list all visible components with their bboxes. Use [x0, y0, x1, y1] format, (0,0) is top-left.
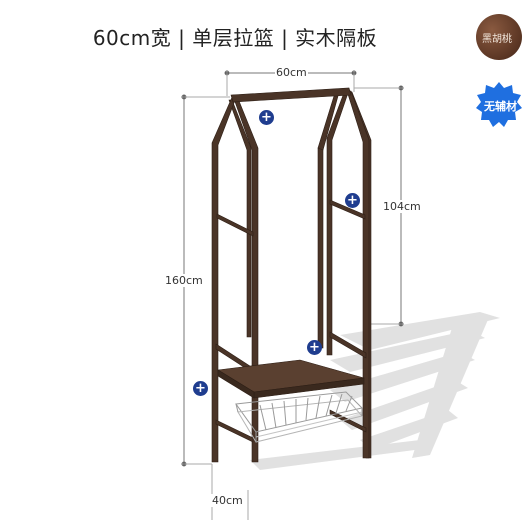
wood-color-badge: 黑胡桃 — [476, 14, 522, 60]
plus-marker-icon: + — [193, 381, 208, 396]
floor-shadow — [250, 312, 500, 470]
plus-marker-icon: + — [259, 110, 274, 125]
badge-seal-icon — [476, 82, 522, 127]
wood-color-label: 黑胡桃 — [482, 34, 512, 45]
no-material-badge: 无辅材 — [476, 82, 522, 128]
plus-marker-icon: + — [307, 340, 322, 355]
side-height-dimension-label: 104cm — [382, 200, 422, 213]
wood-frame — [211, 87, 372, 463]
total-height-dimension-label: 160cm — [164, 274, 204, 287]
depth-dimension-label: 40cm — [211, 494, 244, 507]
wire-basket — [235, 391, 363, 443]
no-material-label: 无辅材 — [484, 100, 517, 113]
page-title: 60cm宽 | 单层拉篮 | 实木隔板 — [92, 26, 378, 50]
plus-marker-icon: + — [345, 193, 360, 208]
width-dimension-label: 60cm — [275, 66, 308, 79]
